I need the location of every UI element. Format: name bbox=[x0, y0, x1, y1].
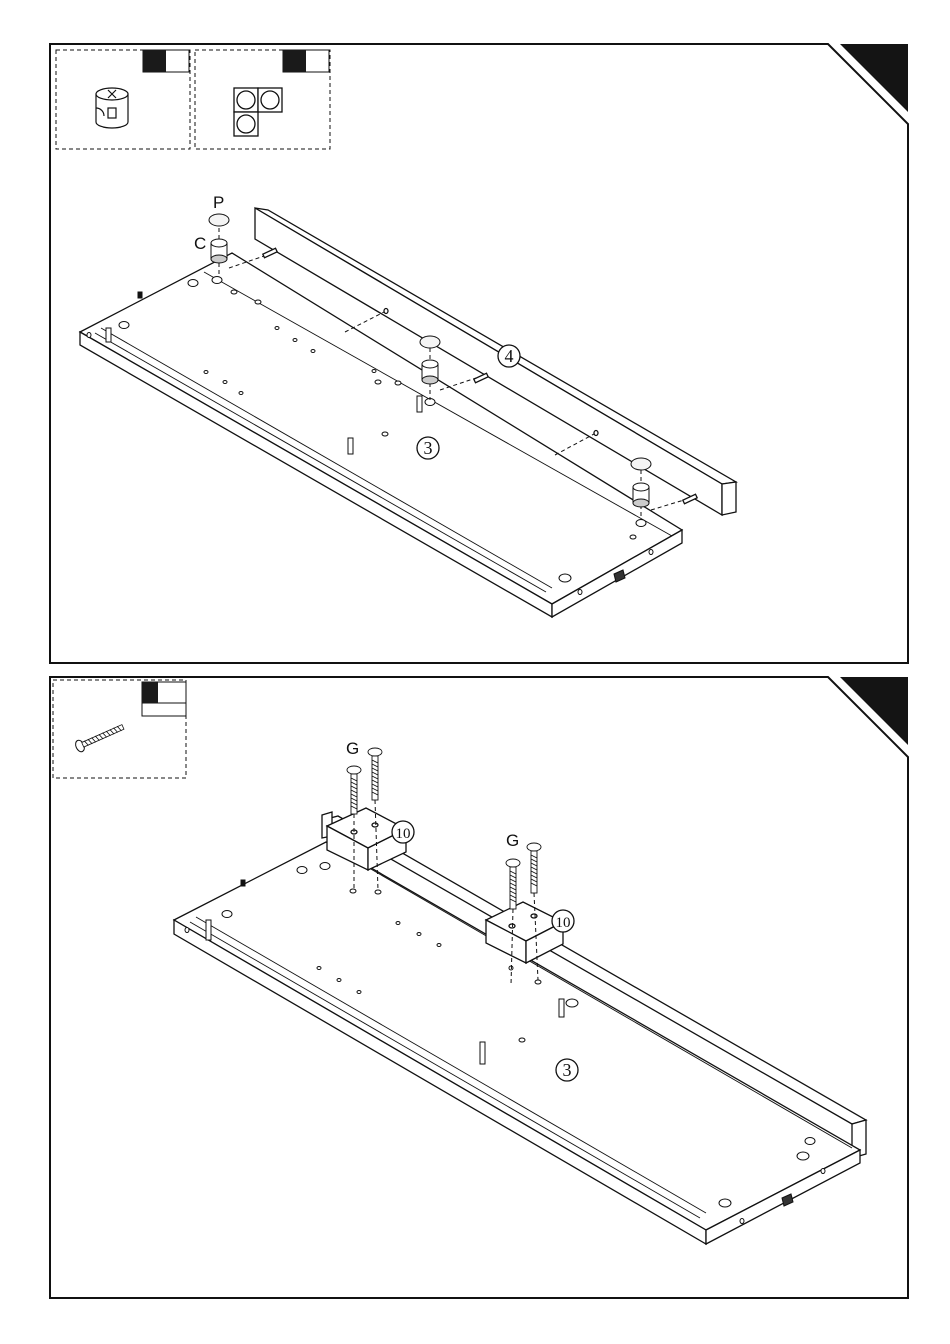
screw-G-left-a-icon bbox=[347, 766, 361, 814]
cam-lock-icon bbox=[96, 88, 128, 128]
part-number-10-left: 10 bbox=[392, 821, 414, 843]
part-number-4: 4 bbox=[498, 345, 520, 367]
cap-sheet-icon bbox=[234, 88, 282, 136]
cam-lock-C-icon bbox=[211, 239, 227, 263]
label-C: C bbox=[194, 234, 206, 253]
step-1-panel: P C 4 3 bbox=[50, 44, 908, 663]
base-panel-step2 bbox=[174, 816, 866, 1244]
screw-icon bbox=[74, 721, 125, 753]
label-G-left: G bbox=[346, 739, 359, 758]
hardware-box-cap bbox=[195, 50, 330, 149]
part-number-10-right: 10 bbox=[552, 910, 574, 932]
cap-icon-mid bbox=[420, 336, 440, 348]
part-number-10-left-text: 10 bbox=[396, 826, 411, 842]
hardware-box-screw bbox=[53, 680, 186, 778]
step-2-panel: G G 10 10 3 bbox=[50, 677, 908, 1298]
part-number-10-right-text: 10 bbox=[556, 915, 571, 931]
label-P: P bbox=[213, 193, 224, 212]
cam-lock-icon-mid bbox=[422, 360, 438, 384]
part-number-3-step1: 3 bbox=[417, 437, 439, 459]
part-number-3-step1-text: 3 bbox=[424, 438, 433, 458]
part-number-4-text: 4 bbox=[505, 346, 514, 366]
cap-P-icon bbox=[209, 214, 229, 226]
label-G-right: G bbox=[506, 831, 519, 850]
cap-icon-right bbox=[631, 458, 651, 470]
hardware-box-cam bbox=[56, 50, 190, 149]
screw-G-right-b-icon bbox=[527, 843, 541, 893]
cam-lock-icon-right bbox=[633, 483, 649, 507]
screw-G-right-a-icon bbox=[506, 859, 520, 909]
part-number-3-step2-text: 3 bbox=[563, 1060, 572, 1080]
step-1-corner-tab bbox=[840, 44, 908, 112]
step-2-corner-tab bbox=[840, 677, 908, 745]
part-number-3-step2: 3 bbox=[556, 1059, 578, 1081]
screw-G-left-b-icon bbox=[368, 748, 382, 800]
